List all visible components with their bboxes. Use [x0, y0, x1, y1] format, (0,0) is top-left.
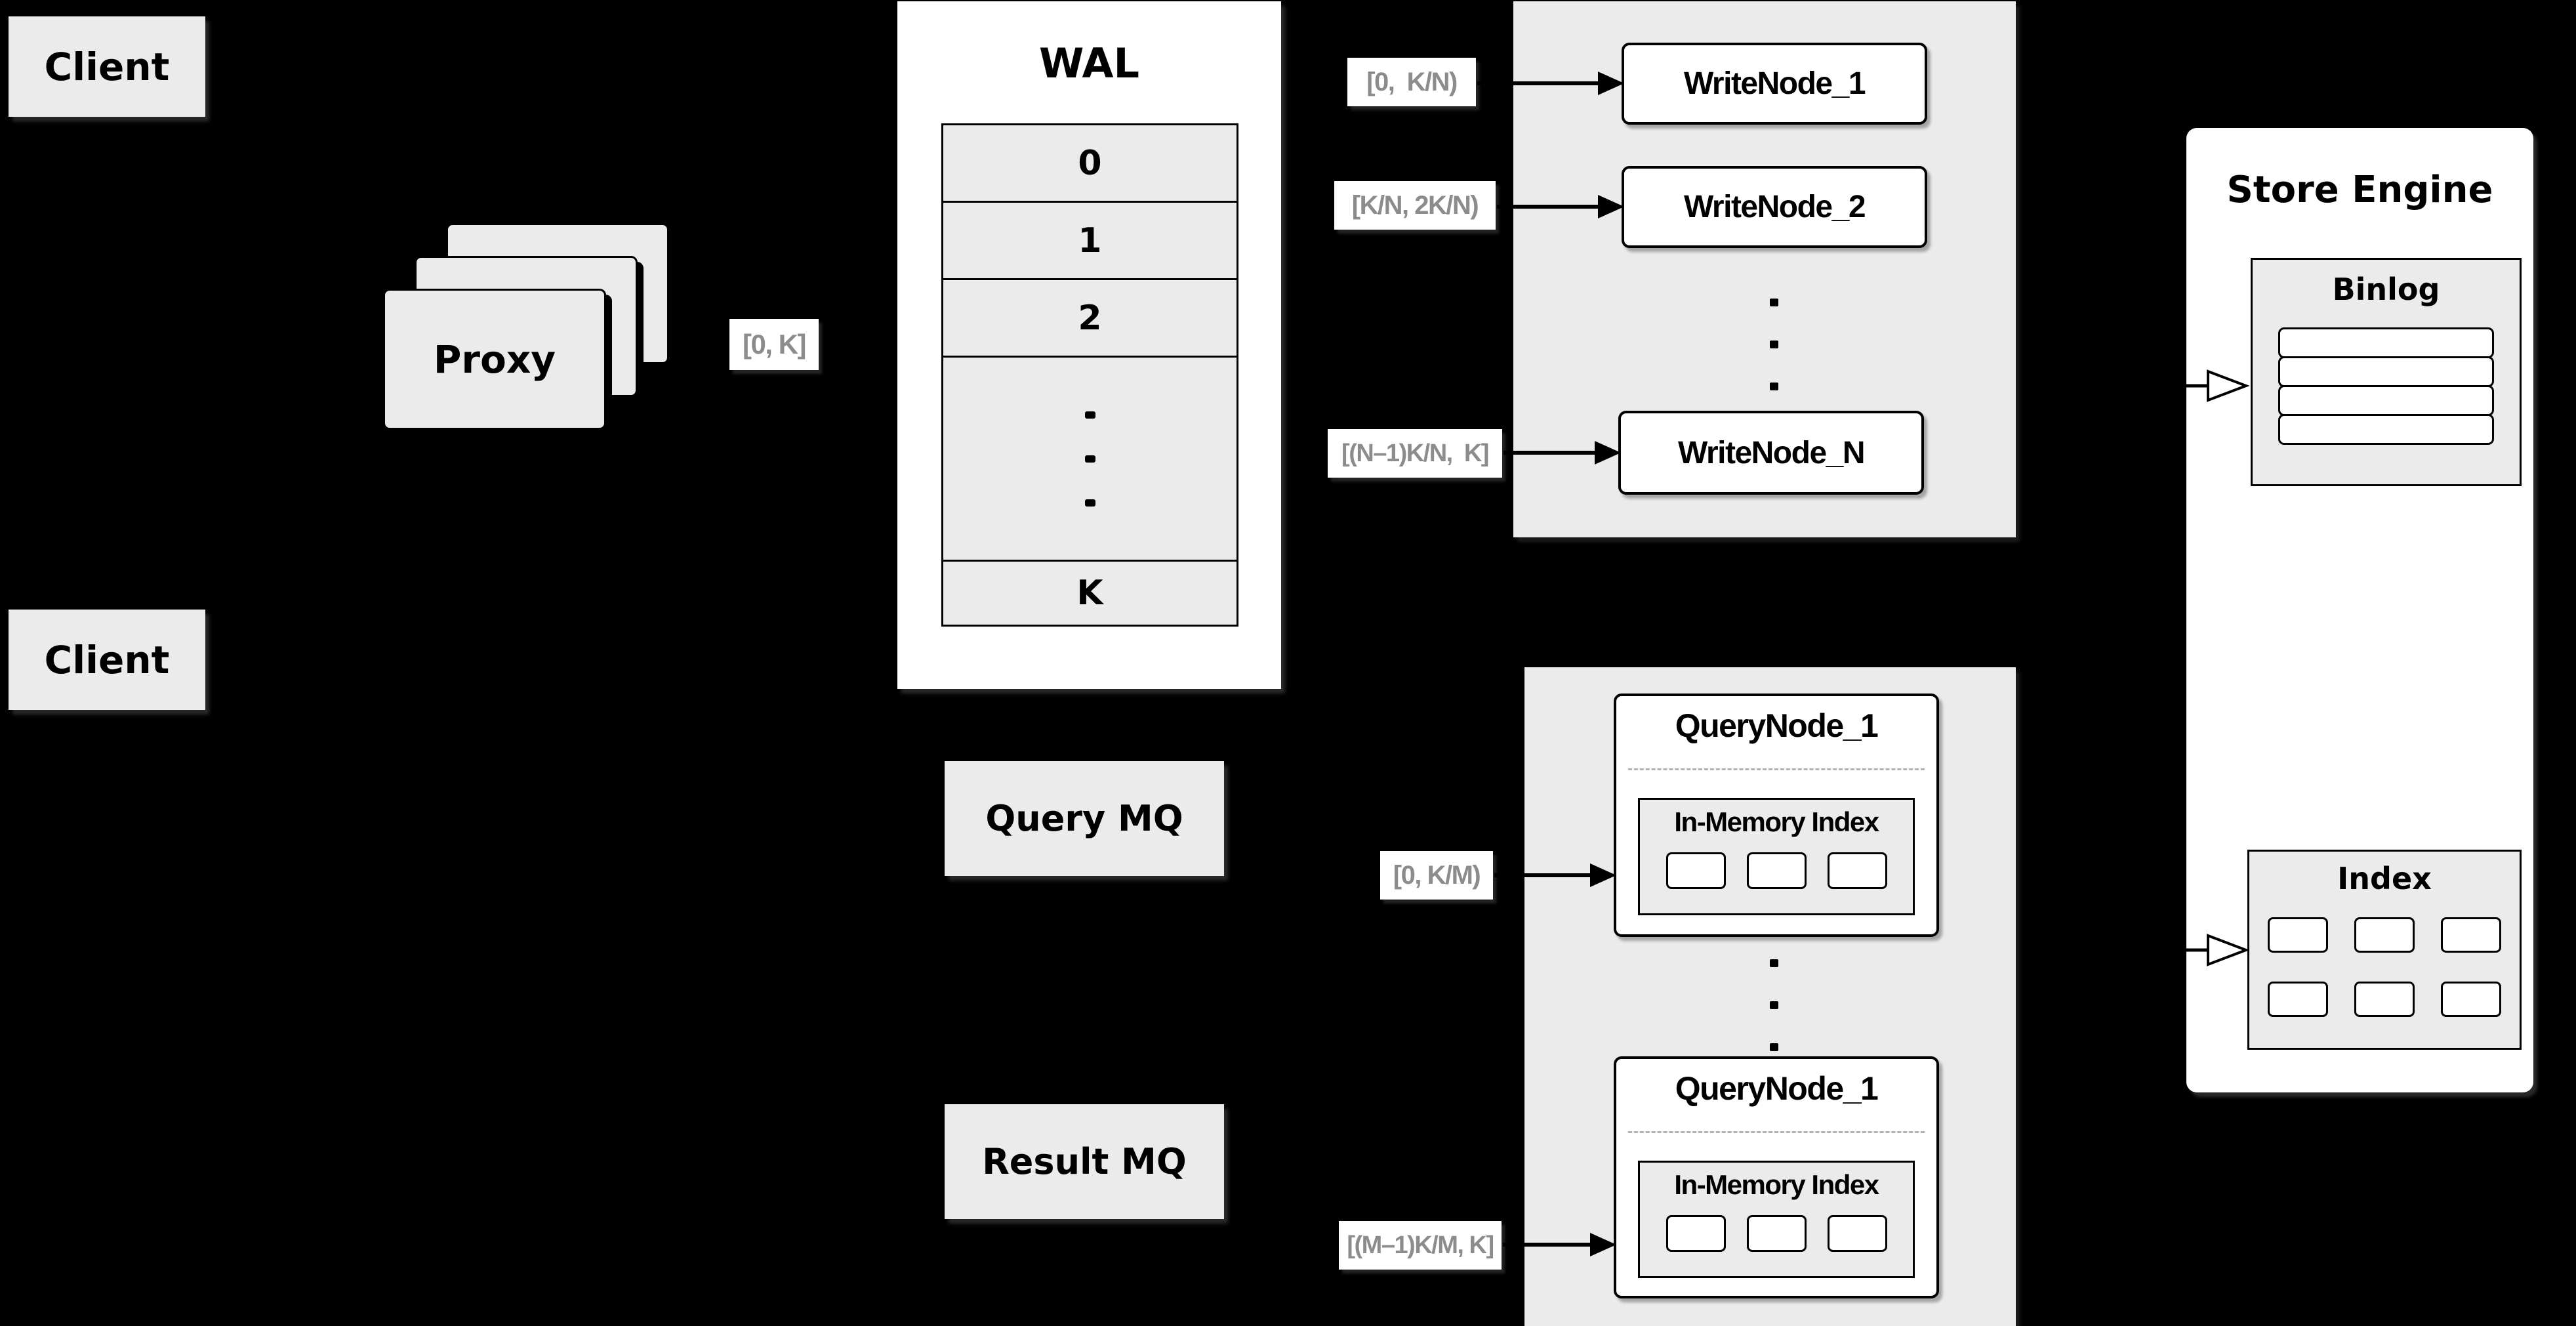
in-memory-index-label: In-Memory Index	[1674, 1169, 1879, 1200]
wal-row-2: 2	[943, 280, 1237, 358]
index-segment-cell	[1666, 1215, 1726, 1252]
index-cell	[2354, 982, 2415, 1017]
client-bottom-label: Client	[44, 637, 170, 682]
binlog-row	[2278, 356, 2494, 387]
index-segment-cell	[1827, 1215, 1887, 1252]
store-engine-title: Store Engine	[2226, 169, 2493, 211]
client-bottom-box: Client	[9, 610, 205, 710]
binlog-title: Binlog	[2332, 272, 2440, 307]
wal-title: WAL	[1038, 39, 1140, 87]
query-node-top-box: QueryNode_1 In-Memory Index	[1614, 694, 1939, 937]
binlog-row	[2278, 385, 2494, 416]
index-box: Index	[2247, 850, 2522, 1050]
in-memory-index-box: In-Memory Index	[1638, 798, 1915, 915]
dashed-divider	[1628, 768, 1925, 770]
wal-panel: WAL 0 1 2 K	[897, 1, 1281, 689]
index-segment-cell	[1746, 852, 1807, 889]
index-cell	[2268, 982, 2328, 1017]
range-label-query-node-m: [(M–1)K/M, K]	[1339, 1221, 1502, 1270]
wal-row-0: 0	[943, 125, 1237, 203]
proxy-box: Proxy	[383, 289, 606, 430]
client-top-box: Client	[9, 16, 205, 117]
index-segment-cell	[1746, 1215, 1807, 1252]
query-node-top-label: QueryNode_1	[1675, 707, 1879, 744]
range-label-write-node-1: [0, K/N)	[1347, 58, 1476, 106]
in-memory-index-box: In-Memory Index	[1638, 1161, 1915, 1278]
write-nodes-ellipsis-icon	[1770, 299, 1778, 390]
dashed-divider	[1628, 1131, 1925, 1133]
query-mq-label: Query MQ	[985, 798, 1183, 839]
store-engine-panel: Store Engine Binlog Index	[2186, 128, 2533, 1092]
write-node-2-box: WriteNode_2	[1622, 166, 1927, 248]
query-mq-box: Query MQ	[945, 761, 1224, 876]
binlog-box: Binlog	[2251, 258, 2522, 486]
wal-row-1: 1	[943, 203, 1237, 280]
wal-row-ellipsis	[943, 358, 1237, 562]
query-node-bottom-box: QueryNode_1 In-Memory Index	[1614, 1056, 1939, 1298]
write-node-1-box: WriteNode_1	[1622, 43, 1927, 125]
index-cell	[2354, 917, 2415, 953]
index-cell	[2441, 982, 2501, 1017]
wal-row-k: K	[1076, 573, 1103, 613]
client-top-label: Client	[44, 44, 170, 89]
result-mq-box: Result MQ	[945, 1104, 1224, 1219]
binlog-rows	[2253, 327, 2520, 445]
query-nodes-ellipsis-icon	[1770, 959, 1778, 1051]
ellipsis-icon	[1084, 411, 1095, 507]
index-segment-cells	[1666, 1215, 1887, 1252]
index-segment-cell	[1827, 852, 1887, 889]
index-segment-cell	[1666, 852, 1726, 889]
index-cell	[2268, 917, 2328, 953]
wal-log-table: 0 1 2 K	[941, 123, 1238, 627]
write-node-n-box: WriteNode_N	[1618, 411, 1924, 495]
range-label-write-node-n: [(N–1)K/N, K]	[1328, 429, 1502, 478]
proxy-label: Proxy	[433, 337, 556, 382]
binlog-row	[2278, 414, 2494, 445]
binlog-row	[2278, 327, 2494, 358]
range-label-write-node-2: [K/N, 2K/N)	[1334, 181, 1496, 230]
index-title: Index	[2337, 861, 2432, 896]
index-segment-cells	[1666, 852, 1887, 889]
index-cell	[2441, 917, 2501, 953]
result-mq-label: Result MQ	[982, 1141, 1187, 1182]
range-label-proxy-wal: [0, K]	[729, 319, 819, 370]
write-node-2-label: WriteNode_2	[1683, 190, 1866, 224]
write-node-n-label: WriteNode_N	[1678, 435, 1866, 470]
query-node-bottom-label: QueryNode_1	[1675, 1070, 1879, 1107]
range-label-query-node-1: [0, K/M)	[1380, 851, 1493, 900]
index-cells	[2249, 917, 2520, 1017]
write-node-1-label: WriteNode_1	[1683, 66, 1866, 101]
in-memory-index-label: In-Memory Index	[1674, 806, 1879, 837]
